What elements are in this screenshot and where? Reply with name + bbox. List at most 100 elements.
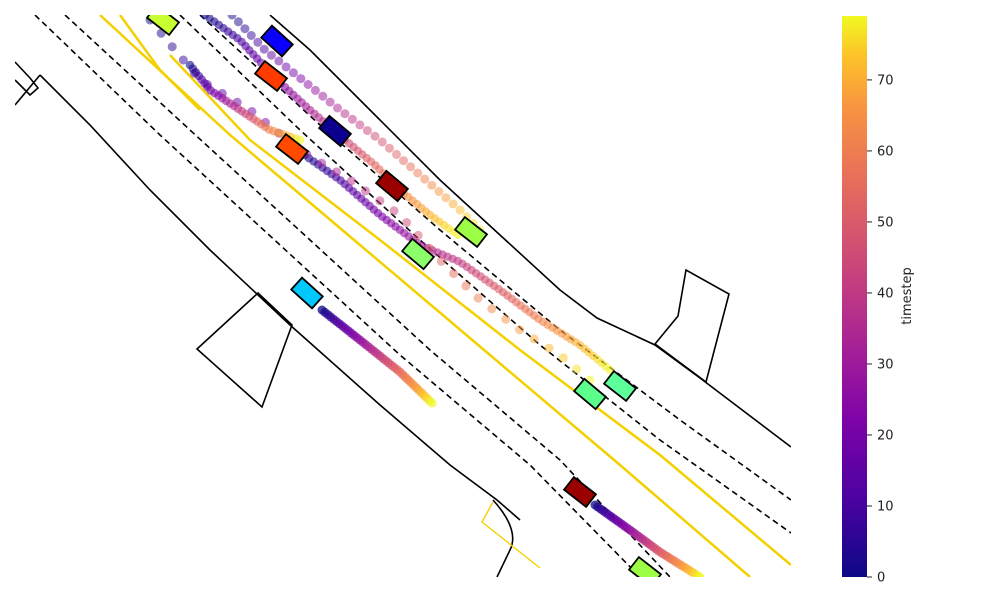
trajectory-dot <box>473 293 483 303</box>
colorbar-tick-label: 60 <box>877 144 894 159</box>
trajectory-dot <box>436 256 446 266</box>
trajectory-dot <box>318 91 328 101</box>
colorbar-tick-label: 0 <box>877 571 885 586</box>
trajectory-dot <box>296 74 306 84</box>
vehicle-box <box>317 114 353 148</box>
trajectory-dot <box>455 205 465 215</box>
trajectory-dot <box>441 193 451 203</box>
yellow-line-4 <box>481 501 541 569</box>
trajectory-dot <box>295 135 305 145</box>
trajectory-dot <box>340 109 350 119</box>
vehicle-box <box>400 237 436 271</box>
vehicle-box <box>562 475 598 509</box>
trajectory-dot <box>448 199 458 209</box>
trajectory-dot <box>413 168 423 178</box>
trajectory-dot <box>399 156 408 166</box>
trajectory-dot <box>362 126 372 136</box>
lane-dividers <box>34 15 791 577</box>
trajectory-dot <box>501 314 511 324</box>
trajectory-dot <box>695 572 705 577</box>
trajectory-dot <box>420 174 430 184</box>
trajectory-dot <box>274 56 284 66</box>
trajectory-dot <box>406 162 416 172</box>
trajectory-dot <box>332 167 341 177</box>
vehicles <box>145 15 663 577</box>
colorbar-label: timestep <box>900 267 915 325</box>
trajectory-dot <box>346 176 356 186</box>
trajectory-dot <box>370 131 380 141</box>
trajectory-dot <box>515 325 524 335</box>
trajectory-dot <box>392 149 401 159</box>
map-area <box>15 15 791 577</box>
trajectory-dot <box>487 304 497 314</box>
yellow-line-1 <box>99 15 751 577</box>
trajectory-dot <box>427 398 437 408</box>
yellow-line-2 <box>169 54 791 566</box>
yellow-line-3 <box>118 15 201 111</box>
colorbar-gradient <box>842 16 867 577</box>
road-edge-lower <box>39 74 521 521</box>
road-edge-upper <box>269 15 791 448</box>
vehicle-box <box>259 24 295 58</box>
trajectory-dot <box>325 97 335 107</box>
road-edge-left-stub <box>15 61 40 97</box>
trajectory-dot <box>384 143 394 153</box>
colorbar-tick-label: 50 <box>877 215 894 230</box>
trajectory-dot <box>377 137 387 147</box>
trajectory-dot <box>303 80 313 89</box>
trajectory-dot <box>167 42 177 52</box>
lane-divider-1 <box>199 15 791 501</box>
vehicle-box <box>572 377 608 411</box>
vehicle-box <box>602 369 638 403</box>
island-lower-left <box>195 291 293 409</box>
road-edges <box>15 15 791 577</box>
colorbar-tick-label: 20 <box>877 428 894 443</box>
lane-divider-4 <box>34 15 641 577</box>
vehicle-box <box>289 276 325 310</box>
vehicle-box <box>453 215 489 249</box>
trajectory-dot <box>347 114 357 124</box>
trajectory-dot <box>389 206 399 216</box>
colorbar-tick-label: 40 <box>877 286 894 301</box>
trajectory-dot <box>288 68 298 78</box>
trajectory-dot <box>317 158 327 168</box>
road-edge-left-corner <box>15 74 41 106</box>
trajectory-dot <box>449 269 459 279</box>
trajectory-dot <box>529 334 539 344</box>
trajectory-dot <box>266 50 276 60</box>
trajectory-dot <box>259 44 269 54</box>
vehicle-box <box>374 169 410 203</box>
trajectory-dot <box>402 218 412 227</box>
vehicle-box <box>627 555 663 577</box>
lane-divider-2 <box>179 15 791 534</box>
vehicle-box <box>274 132 310 166</box>
colorbar-ticks: 0 10 20 30 40 50 60 70 <box>867 73 894 586</box>
trajectory-dot <box>310 85 320 95</box>
trajectory-dot <box>427 180 437 190</box>
island-right <box>653 268 730 384</box>
trajectory-dot <box>333 103 342 113</box>
trajectory-dot <box>375 196 385 206</box>
vehicle-box <box>145 15 181 37</box>
trajectory-dot <box>558 353 568 363</box>
trajectory-dot <box>281 62 291 72</box>
trajectory-dot <box>461 281 471 291</box>
trajectory-dot <box>572 364 582 374</box>
curb-bottom <box>492 499 514 577</box>
trajectory-dot <box>413 230 423 240</box>
trajectory-dot <box>355 120 365 130</box>
trajectory-dot <box>178 55 188 65</box>
trajectory-dot <box>240 24 250 34</box>
colorbar-tick-label: 70 <box>877 73 894 88</box>
colorbar-tick-label: 30 <box>877 357 894 372</box>
trajectory-dot <box>361 186 370 196</box>
vehicle-box <box>253 59 289 93</box>
trajectory-dot <box>246 31 256 40</box>
trajectory-dots <box>145 15 705 577</box>
trajectory-dot <box>544 343 554 353</box>
trajectory-dot <box>233 17 243 27</box>
yellow-lines <box>99 15 791 577</box>
trajectory-dot <box>434 187 444 196</box>
colorbar-tick-label: 10 <box>877 499 894 514</box>
